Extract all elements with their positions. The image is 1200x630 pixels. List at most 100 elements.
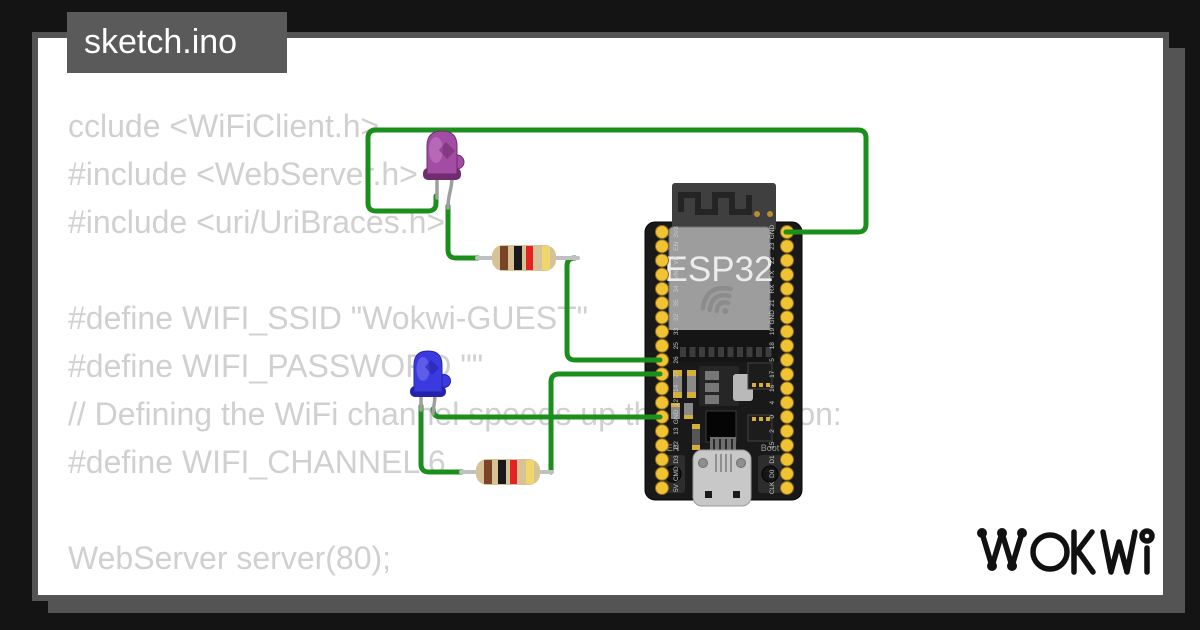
- pin-label-VP: VP: [673, 256, 680, 265]
- pin-19: [780, 324, 794, 339]
- pin-label-VN: VN: [673, 270, 680, 279]
- pin-label-D1: D1: [769, 455, 776, 464]
- en-button-label: EN: [667, 443, 680, 453]
- boot-button-label: Boot: [761, 443, 780, 453]
- pin-label-13: 13: [673, 427, 680, 435]
- sketch-file-tab[interactable]: sketch.ino: [67, 12, 287, 73]
- pin-label-14: 14: [673, 384, 680, 392]
- esp32-pin-labels: 3V3ENVPVN343532332526271412GND13D2D3CMD5…: [673, 224, 776, 494]
- pin-label-CLK: CLK: [769, 481, 776, 494]
- pin-label-5: 5: [769, 358, 776, 362]
- pin-GND: [780, 310, 794, 325]
- pin-label-19: 19: [769, 328, 776, 336]
- pin-4: [780, 395, 794, 410]
- pin-15: [780, 438, 794, 453]
- pin-label-RX: RX: [769, 284, 776, 294]
- espressif-logo-icon: [700, 285, 733, 315]
- boot-button: [758, 455, 782, 493]
- usb-connector: [692, 437, 752, 507]
- pin-32: [655, 310, 669, 325]
- pin-CMD: [655, 466, 669, 481]
- pin-label-25: 25: [673, 342, 680, 350]
- pin-label-18: 18: [769, 342, 776, 350]
- code-line-1: #include <WebServer.h>: [68, 156, 418, 192]
- pin-label-32: 32: [673, 313, 680, 321]
- esp32-antenna: [672, 183, 776, 231]
- pin-label-27: 27: [673, 370, 680, 378]
- code-line-9: WebServer server(80);: [68, 540, 392, 576]
- wire-resistor2-to-pin27: [548, 371, 663, 475]
- pin-33: [655, 324, 669, 339]
- pin-label-26: 26: [673, 356, 680, 364]
- pin-label-22: 22: [769, 256, 776, 264]
- pin-label-12: 12: [673, 399, 680, 407]
- pin-label-0: 0: [769, 415, 776, 419]
- module-castellations: [680, 347, 772, 357]
- pin-label-35: 35: [673, 299, 680, 307]
- pin-0: [780, 409, 794, 424]
- pin-label-34: 34: [673, 285, 680, 293]
- pin-CLK: [780, 480, 794, 495]
- code-block: cclude <WiFiClient.h> #include <WebServer…: [68, 102, 842, 582]
- esp32-board: ESP32: [644, 183, 803, 507]
- pin-5: [780, 352, 794, 367]
- pin-label-EN: EN: [673, 241, 680, 250]
- pin-18: [780, 338, 794, 353]
- pin-label-TX: TX: [769, 270, 776, 279]
- pin-label-17: 17: [769, 370, 776, 378]
- pin-5V: [655, 480, 669, 495]
- pin-label-4: 4: [769, 400, 776, 404]
- resistor-1: [475, 245, 580, 271]
- wire-purple-led-to-resistor1: [445, 203, 481, 261]
- pin-RX: [780, 281, 794, 296]
- pin-14: [655, 381, 669, 396]
- pin-21: [780, 296, 794, 311]
- wire-blue-led-to-resistor2: [418, 403, 465, 475]
- pin-D2: [655, 438, 669, 453]
- pin-VN: [655, 267, 669, 282]
- pin-label-3V3: 3V3: [673, 226, 680, 238]
- pin-34: [655, 281, 669, 296]
- code-line-5: #define WIFI_PASSWORD "": [68, 348, 484, 384]
- wire-purple-led-to-gnd: [365, 127, 869, 235]
- pin-17: [780, 367, 794, 382]
- code-line-0: cclude <WiFiClient.h>: [68, 108, 380, 144]
- pin-EN: [655, 239, 669, 254]
- resistor-2: [459, 459, 554, 485]
- wire-blue-led-to-gnd: [430, 406, 663, 420]
- pin-label-GND: GND: [769, 310, 776, 325]
- pin-D3: [655, 452, 669, 467]
- pin-label-15: 15: [769, 441, 776, 449]
- purple-led: [423, 130, 465, 210]
- pin-23: [780, 239, 794, 254]
- code-card: cclude <WiFiClient.h> #include <WebServer…: [38, 38, 1163, 595]
- pin-13: [655, 424, 669, 439]
- pin-label-D2: D2: [673, 441, 680, 450]
- pin-label-GND: GND: [769, 224, 776, 239]
- pin-D0: [780, 466, 794, 481]
- pin-label-D3: D3: [673, 455, 680, 464]
- esp32-label: ESP32: [665, 250, 774, 289]
- pin-label-2: 2: [769, 429, 776, 433]
- pin-VP: [655, 253, 669, 268]
- pin-label-CMD: CMD: [673, 466, 680, 481]
- pin-label-GND: GND: [673, 409, 680, 424]
- pin-35: [655, 296, 669, 311]
- smd-components: [671, 362, 773, 450]
- pin-12: [655, 395, 669, 410]
- pin-label-D0: D0: [769, 469, 776, 478]
- pin-3V3: [655, 225, 669, 239]
- pin-label-33: 33: [673, 328, 680, 336]
- pin-22: [780, 253, 794, 268]
- wokwi-logo: [977, 528, 1155, 575]
- pin-label-16: 16: [769, 384, 776, 392]
- pin-label-23: 23: [769, 242, 776, 250]
- pin-2: [780, 424, 794, 439]
- pin-TX: [780, 267, 794, 282]
- pin-25: [655, 338, 669, 353]
- pin-label-21: 21: [769, 299, 776, 307]
- pin-label-5V: 5V: [673, 483, 680, 492]
- blue-led: [410, 350, 451, 416]
